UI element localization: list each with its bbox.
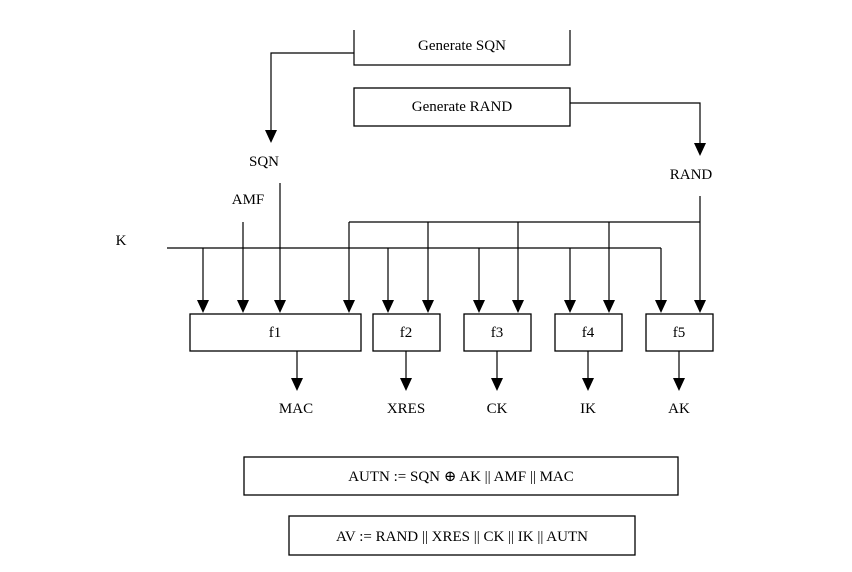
rand-feed-arrow (570, 102, 706, 156)
generate-rand-box: Generate RAND (353, 87, 571, 127)
av-formula-box: AV := RAND || XRES || CK || IK || AUTN (288, 515, 636, 556)
generate-sqn-label: Generate SQN (418, 38, 506, 54)
f3-label: f3 (491, 325, 504, 341)
ik-label: IK (580, 401, 596, 417)
k-bus (167, 247, 667, 313)
f1-output-arrow (291, 351, 303, 391)
rand-label: RAND (670, 167, 713, 183)
sqn-feed-arrow (265, 52, 354, 143)
f5-output-arrow (673, 351, 685, 391)
k-label: K (116, 233, 127, 249)
f3-output-arrow (491, 351, 503, 391)
f4-box: f4 (554, 313, 623, 352)
generate-rand-label: Generate RAND (412, 99, 513, 115)
amf-label: AMF (232, 192, 265, 208)
autn-formula-box: AUTN := SQN ⊕ AK || AMF || MAC (243, 456, 679, 496)
ck-label: CK (487, 401, 508, 417)
f2-box: f2 (372, 313, 441, 352)
f2-output-arrow (400, 351, 412, 391)
f3-box: f3 (463, 313, 532, 352)
mac-label: MAC (279, 401, 313, 417)
f5-box: f5 (645, 313, 714, 352)
f5-label: f5 (673, 325, 686, 341)
ak-label: AK (668, 401, 690, 417)
rand-bus (343, 196, 706, 313)
autn-formula: AUTN := SQN ⊕ AK || AMF || MAC (348, 469, 574, 485)
av-formula: AV := RAND || XRES || CK || IK || AUTN (336, 529, 588, 545)
sqn-label: SQN (249, 154, 279, 170)
f1-box: f1 (189, 313, 362, 352)
xres-label: XRES (387, 401, 425, 417)
f4-label: f4 (582, 325, 595, 341)
amf-to-f1-arrow (237, 222, 249, 313)
f2-label: f2 (400, 325, 413, 341)
f1-label: f1 (269, 325, 282, 341)
sqn-to-f1-arrow (274, 183, 286, 313)
generate-sqn-box: Generate SQN (353, 30, 571, 66)
f4-output-arrow (582, 351, 594, 391)
